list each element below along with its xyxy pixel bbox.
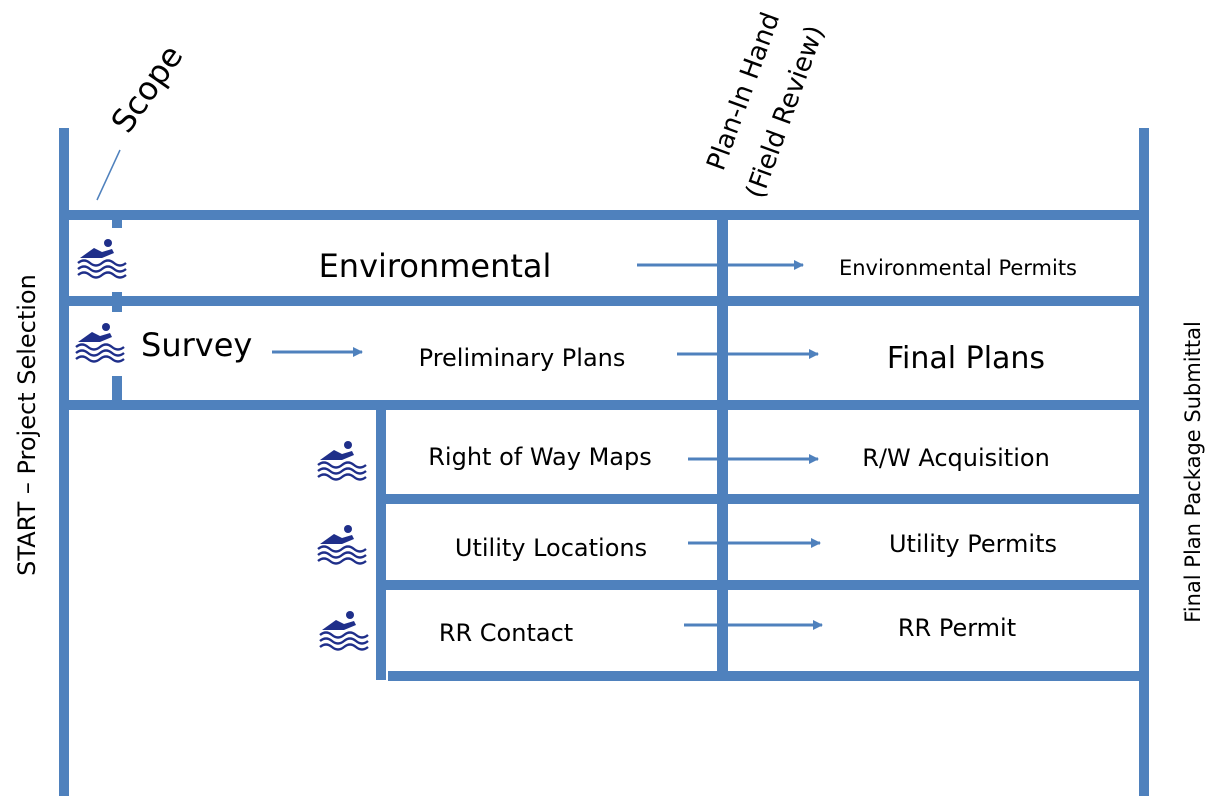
swimmer-icon (68, 310, 132, 378)
swimmer-icon (70, 226, 134, 294)
step-environmental-permits: Environmental Permits (839, 256, 1077, 280)
lane-border-4 (376, 580, 1149, 590)
step-right-of-way-maps: Right of Way Maps (428, 443, 651, 471)
swimmer-icon (310, 512, 374, 580)
step-rr-permit: RR Permit (898, 614, 1016, 642)
final-axis-label: Final Plan Package Submittal (1181, 321, 1205, 623)
start-axis-label: START – Project Selection (13, 274, 41, 576)
step-rw-acquisition: R/W Acquisition (862, 444, 1050, 472)
lane-border-top (59, 210, 1149, 220)
row-lane-divider (376, 400, 386, 680)
lane-border-3 (376, 494, 1149, 504)
scope-divider (112, 210, 122, 406)
final-vertical-bar (1139, 128, 1149, 796)
step-final-plans: Final Plans (887, 341, 1045, 376)
step-preliminary-plans: Preliminary Plans (419, 344, 626, 372)
step-utility-permits: Utility Permits (889, 530, 1057, 558)
lane-border-1 (59, 296, 1149, 306)
step-utility-locations: Utility Locations (455, 534, 647, 562)
swimmer-icon (310, 428, 374, 496)
plan-in-hand-vertical-bar (717, 210, 728, 672)
step-environmental: Environmental (319, 247, 552, 285)
swimmer-icon (312, 598, 376, 666)
scope-label: Scope (103, 38, 190, 140)
scope-pointer (96, 149, 121, 201)
step-rr-contact: RR Contact (439, 619, 573, 647)
lane-border-2 (59, 400, 1149, 410)
start-vertical-bar (59, 128, 69, 796)
step-survey: Survey (141, 326, 252, 364)
lane-border-bottom (388, 671, 1149, 681)
